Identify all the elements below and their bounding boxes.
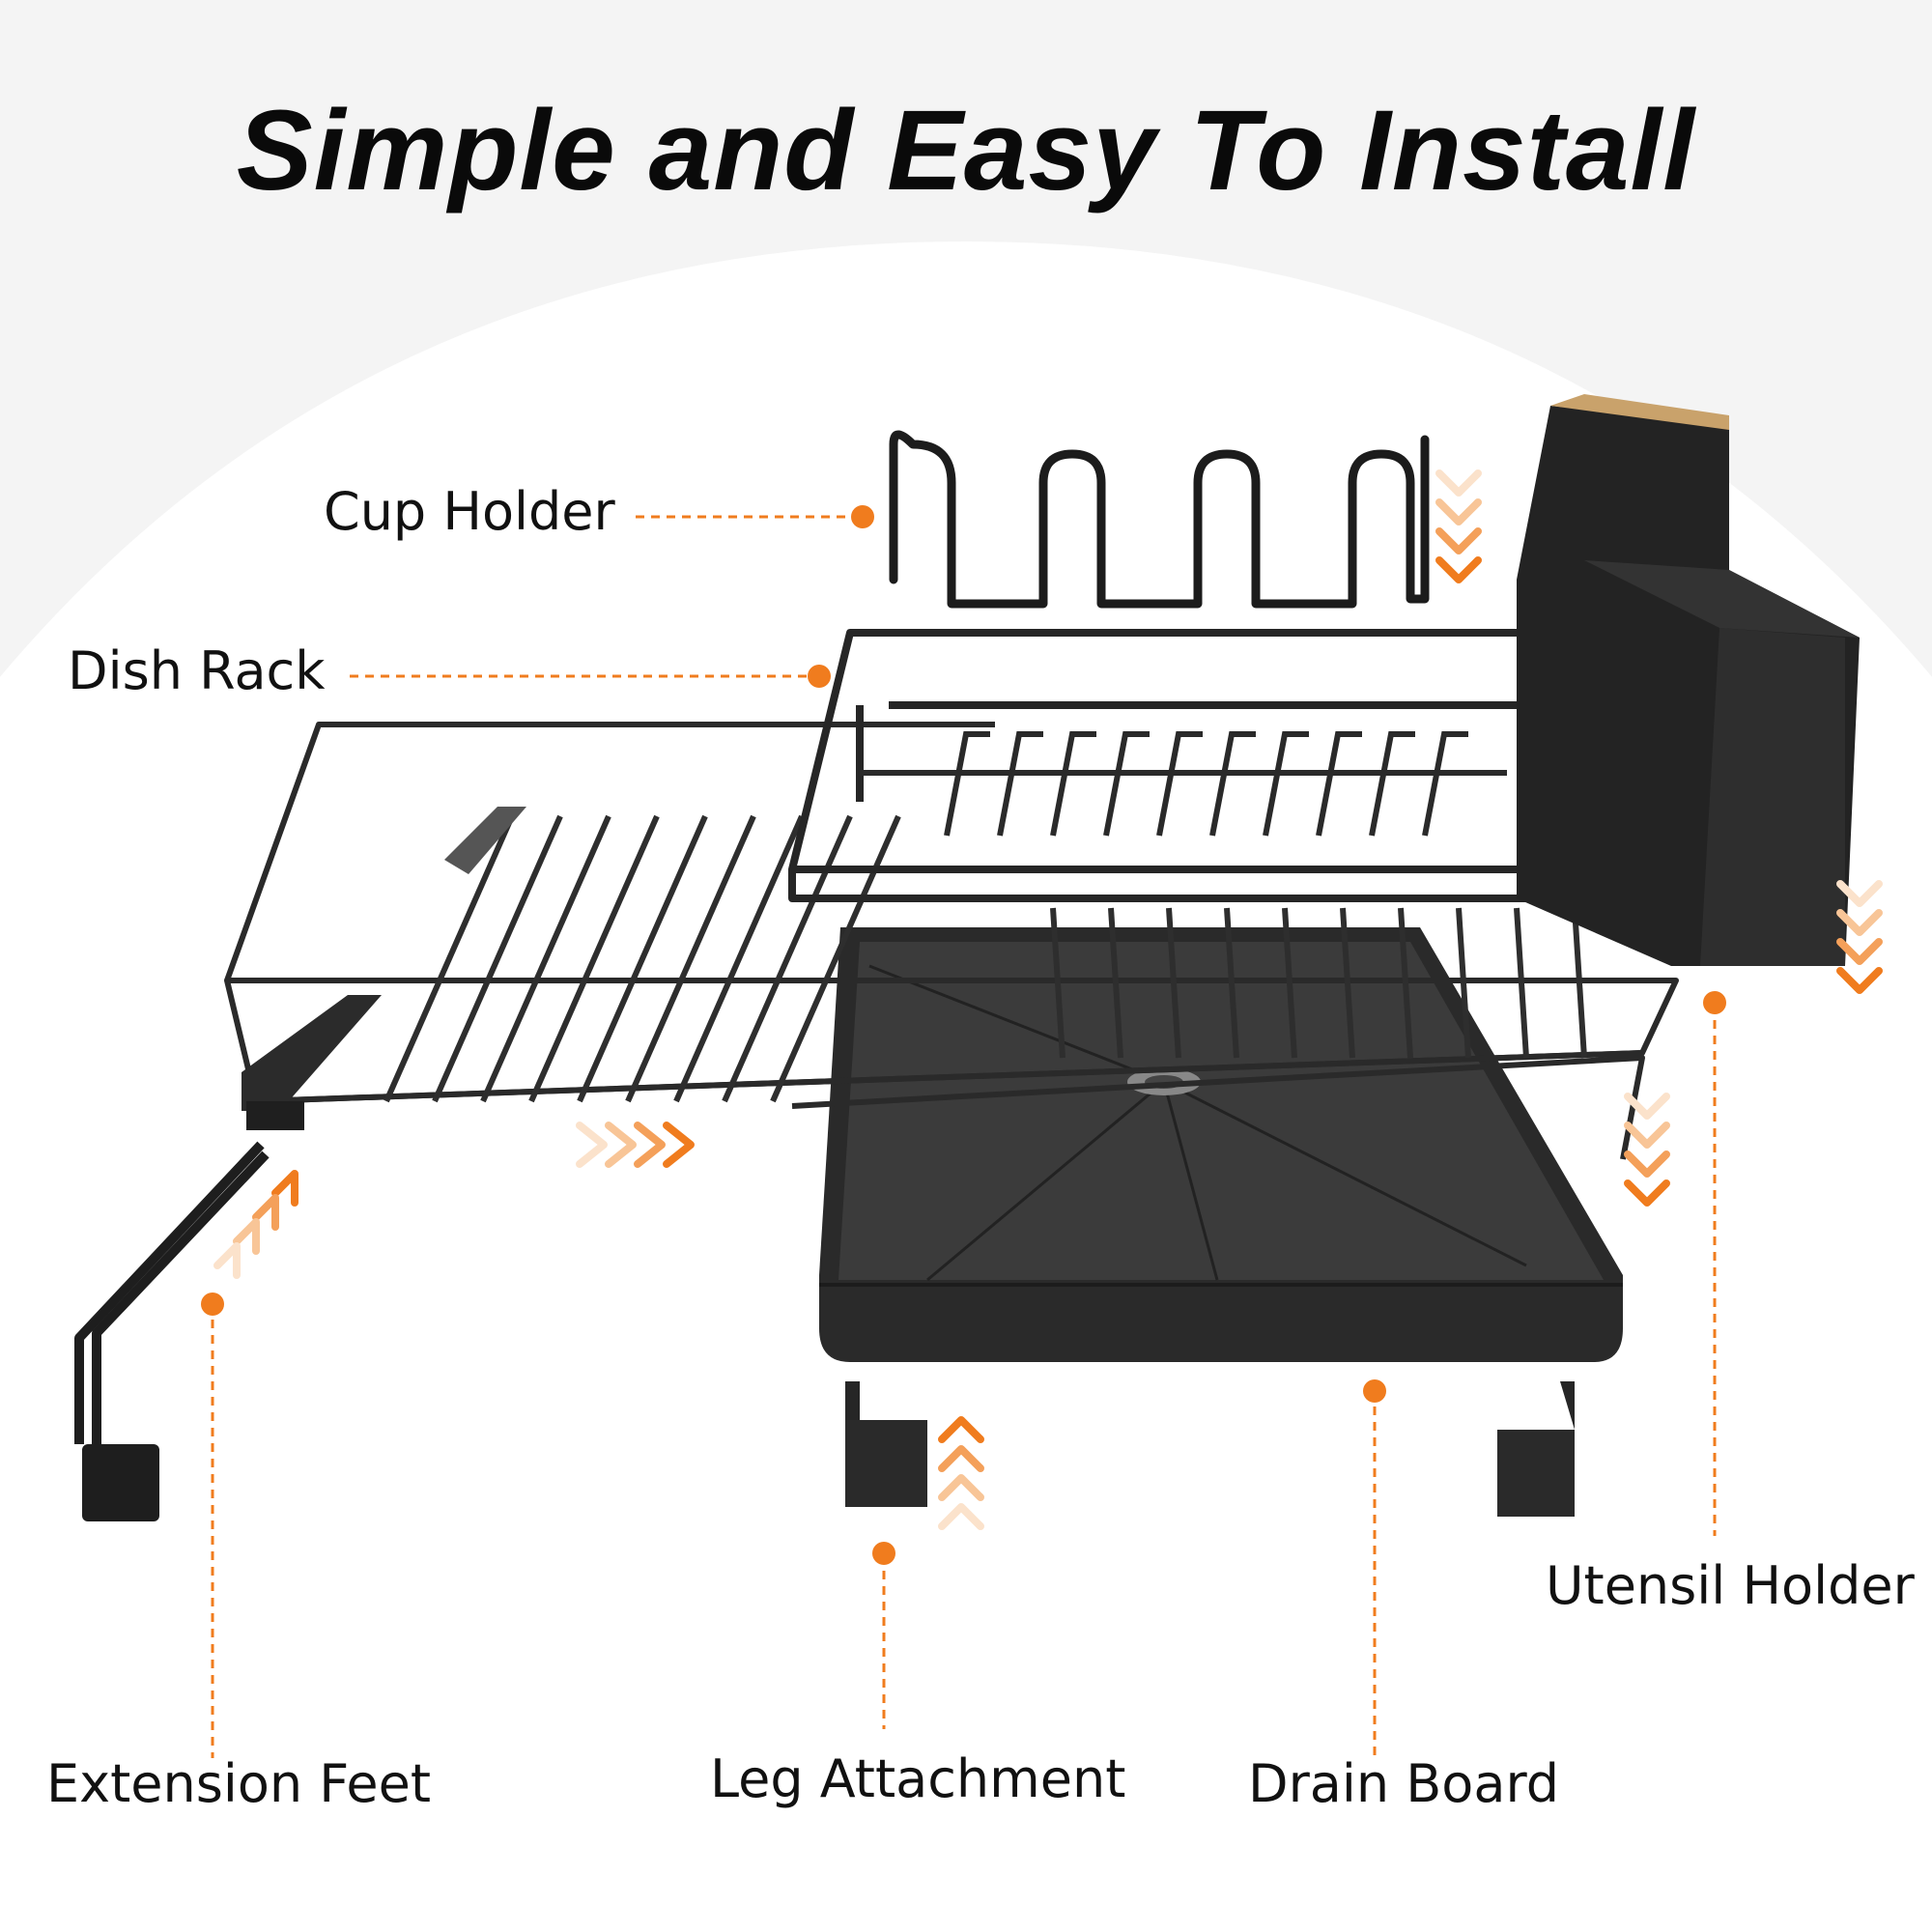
drain-board-label: Drain Board — [1248, 1753, 1559, 1814]
utensil-holder-down-arrow-icon — [1836, 880, 1883, 994]
leg-attachment-left — [845, 1381, 927, 1507]
drain-board-graphic — [819, 927, 1623, 1362]
dish-rack-plate-tines — [860, 731, 1507, 837]
cup-holder-label: Cup Holder — [324, 481, 615, 542]
dish-rack-label: Dish Rack — [68, 640, 326, 701]
utensil-holder-dot — [1703, 991, 1726, 1014]
leg-attachment-dot — [872, 1542, 895, 1565]
rack-down-arrow-icon — [1624, 1093, 1670, 1207]
extension-foot-graphic — [74, 1141, 270, 1521]
drain-board-dot — [1363, 1379, 1386, 1403]
utensil-holder-graphic — [1517, 394, 1860, 966]
leg-attachment-label: Leg Attachment — [710, 1748, 1126, 1809]
cup-holder-dot — [851, 505, 874, 528]
dish-rack-dot — [808, 665, 831, 688]
leg-attachment-right — [1497, 1381, 1575, 1517]
page-title: Simple and Easy To Install — [236, 87, 1696, 214]
slide-right-arrow-icon — [576, 1122, 695, 1168]
extension-feet-label: Extension Feet — [46, 1753, 431, 1814]
cup-holder-down-arrow-icon — [1435, 469, 1482, 583]
foot-diagonal-arrow-icon — [213, 1170, 298, 1279]
leader-dots — [201, 505, 1726, 1565]
extension-slide — [242, 807, 526, 1130]
utensil-holder-label: Utensil Holder — [1546, 1555, 1915, 1616]
cup-holder-graphic — [889, 430, 1430, 609]
leader-lines — [211, 515, 1717, 1758]
chevron-arrows — [213, 469, 1883, 1530]
dish-rack-lower-wires — [384, 814, 1587, 1103]
extension-feet-dot — [201, 1293, 224, 1316]
leg-up-arrow-icon — [938, 1416, 984, 1530]
